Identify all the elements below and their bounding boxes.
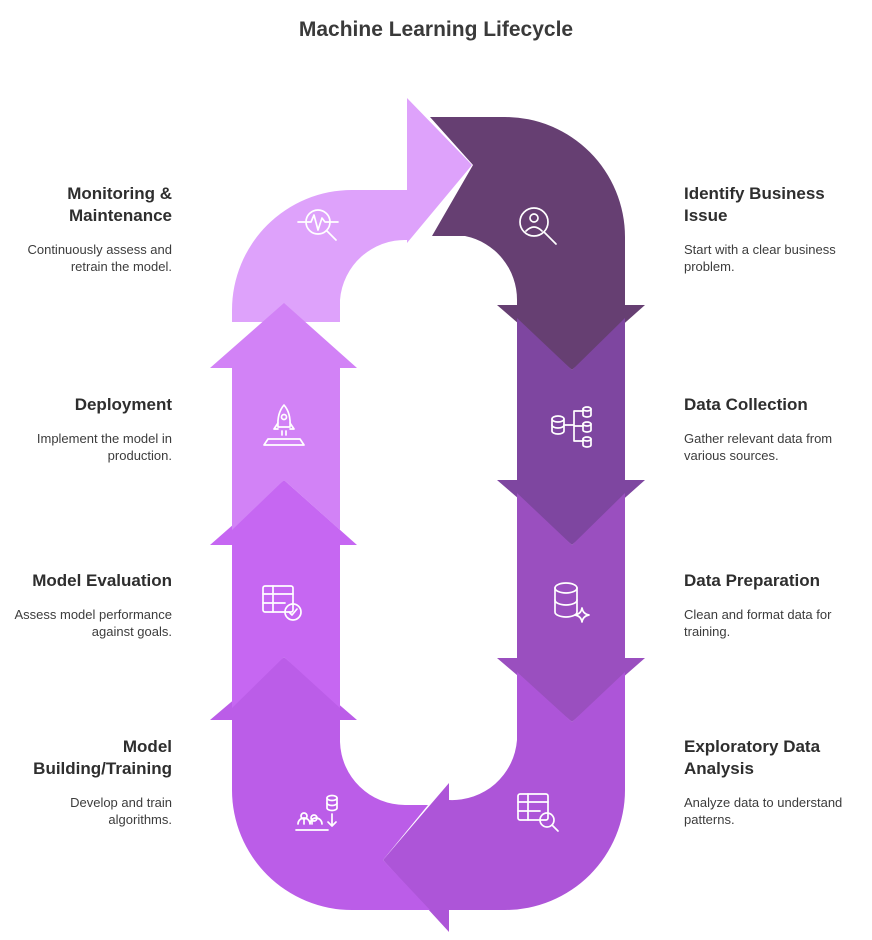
- rocket-icon: [263, 404, 305, 446]
- step-description: Gather relevant data from various source…: [684, 431, 833, 463]
- step-identify: Identify Business Issue Start with a cle…: [684, 183, 864, 275]
- step-title: Monitoring & Maintenance: [67, 184, 172, 225]
- segment-eda: [383, 672, 625, 932]
- step-description: Clean and format data for training.: [684, 607, 832, 639]
- step-eda: Exploratory Data Analysis Analyze data t…: [684, 736, 864, 828]
- step-description: Assess model performance against goals.: [14, 607, 172, 639]
- step-building: Model Building/Training Develop and trai…: [0, 736, 172, 828]
- step-deployment: Deployment Implement the model in produc…: [0, 394, 172, 464]
- step-description: Continuously assess and retrain the mode…: [27, 242, 172, 274]
- database-network-icon: [551, 406, 592, 448]
- step-preparation: Data Preparation Clean and format data f…: [684, 570, 864, 640]
- step-title: Model Building/Training: [33, 737, 172, 778]
- step-title: Deployment: [74, 395, 172, 414]
- step-monitoring: Monitoring & Maintenance Continuously as…: [0, 183, 172, 275]
- database-sparkle-icon: [554, 582, 590, 623]
- step-evaluation: Model Evaluation Assess model performanc…: [0, 570, 172, 640]
- step-title: Identify Business Issue: [684, 184, 825, 225]
- step-description: Implement the model in production.: [36, 431, 172, 463]
- step-title: Exploratory Data Analysis: [684, 737, 821, 778]
- step-description: Start with a clear business problem.: [684, 242, 836, 274]
- table-check-icon: [262, 585, 302, 621]
- step-collection: Data Collection Gather relevant data fro…: [684, 394, 864, 464]
- diagram-title: Machine Learning Lifecycle: [298, 18, 574, 41]
- step-title: Data Preparation: [684, 571, 821, 590]
- pulse-search-icon: [297, 209, 339, 241]
- step-description: Develop and train algorithms.: [70, 795, 172, 827]
- step-description: Analyze data to understand patterns.: [684, 795, 843, 827]
- step-title: Model Evaluation: [32, 571, 172, 590]
- segment-identify: [430, 117, 645, 370]
- segment-collection: [497, 318, 645, 545]
- gears-database-icon: [295, 794, 338, 831]
- segment-building: [210, 657, 430, 910]
- step-title: Data Collection: [684, 395, 808, 414]
- segment-preparation: [497, 493, 645, 722]
- segment-monitoring: [232, 98, 472, 322]
- search-person-icon: [519, 207, 557, 245]
- segment-deployment: [210, 303, 357, 530]
- table-search-icon: [517, 793, 559, 832]
